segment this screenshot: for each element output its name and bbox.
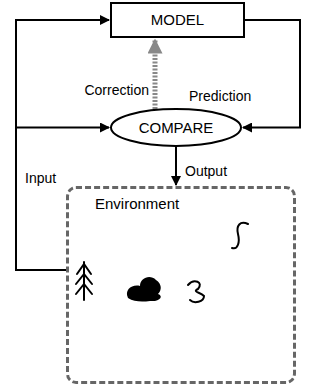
flow-arrow xyxy=(243,20,300,128)
ellipse-shape xyxy=(111,109,241,146)
node-label: MODEL xyxy=(151,11,204,29)
node-label: COMPARE xyxy=(139,119,214,137)
environment-illustration xyxy=(76,223,248,302)
edge-label: Prediction xyxy=(188,88,252,105)
environment-region: Environment xyxy=(66,186,296,384)
numeral-sketch xyxy=(188,281,204,302)
squiggle-sketch xyxy=(232,223,248,249)
edge-label: Input xyxy=(24,170,57,187)
region-title: Environment xyxy=(95,195,293,213)
compare-ellipse: COMPARE xyxy=(110,108,242,147)
flow-arrow xyxy=(16,20,109,270)
animal-blob xyxy=(127,277,161,301)
edge-label: Correction xyxy=(83,82,150,99)
flow-arrow xyxy=(175,147,177,185)
tree-sketch xyxy=(76,262,92,300)
edge-label: Output xyxy=(184,163,228,180)
correction-arrow xyxy=(153,40,158,109)
model-box: MODEL xyxy=(110,2,245,38)
